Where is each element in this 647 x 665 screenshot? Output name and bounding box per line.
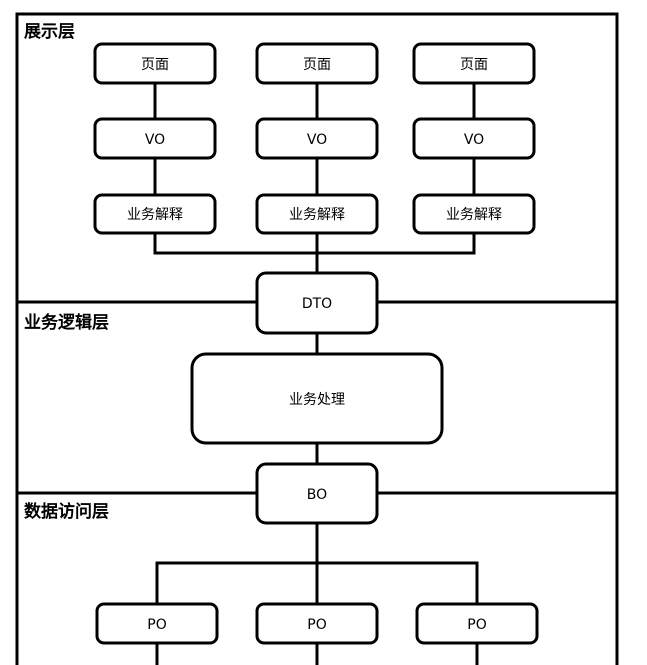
business-processing-box: 业务处理: [190, 352, 444, 445]
business-interpret-box: 业务解释: [412, 193, 536, 235]
connector-interpret-merge: [153, 233, 476, 255]
page-label: 页面: [303, 57, 331, 73]
po-label: PO: [307, 617, 326, 633]
business-interpret-box: 业务解释: [93, 193, 217, 235]
business-interpret-box: 业务解释: [255, 193, 379, 235]
vo-label: VO: [307, 132, 327, 148]
po-box: PO: [415, 602, 539, 645]
page-box: 页面: [255, 42, 379, 85]
business-processing-label: 业务处理: [289, 392, 345, 408]
vo-box: VO: [255, 117, 379, 160]
bo-label: BO: [307, 487, 327, 503]
connector-po-split: [155, 561, 479, 604]
business-interpret-label: 业务解释: [289, 207, 345, 223]
dto-box: DTO: [255, 271, 379, 335]
po-box: PO: [255, 602, 379, 645]
page-box: 页面: [93, 42, 217, 85]
business-interpret-label: 业务解释: [127, 207, 183, 223]
page-label: 页面: [141, 57, 169, 73]
business-interpret-label: 业务解释: [446, 207, 502, 223]
layer-title-presentation: 展示层: [24, 22, 75, 42]
vo-box: VO: [412, 117, 536, 160]
po-label: PO: [147, 617, 166, 633]
bo-box: BO: [255, 462, 379, 525]
dto-label: DTO: [302, 296, 332, 312]
po-box: PO: [95, 602, 219, 645]
page-box: 页面: [412, 42, 536, 85]
page-label: 页面: [460, 57, 488, 73]
vo-label: VO: [464, 132, 484, 148]
layer-title-business-logic: 业务逻辑层: [24, 312, 109, 333]
po-label: PO: [467, 617, 486, 633]
vo-box: VO: [93, 117, 217, 160]
outer-frame: [15, 12, 619, 665]
vo-label: VO: [145, 132, 165, 148]
layer-title-data-access: 数据访问层: [24, 501, 109, 522]
